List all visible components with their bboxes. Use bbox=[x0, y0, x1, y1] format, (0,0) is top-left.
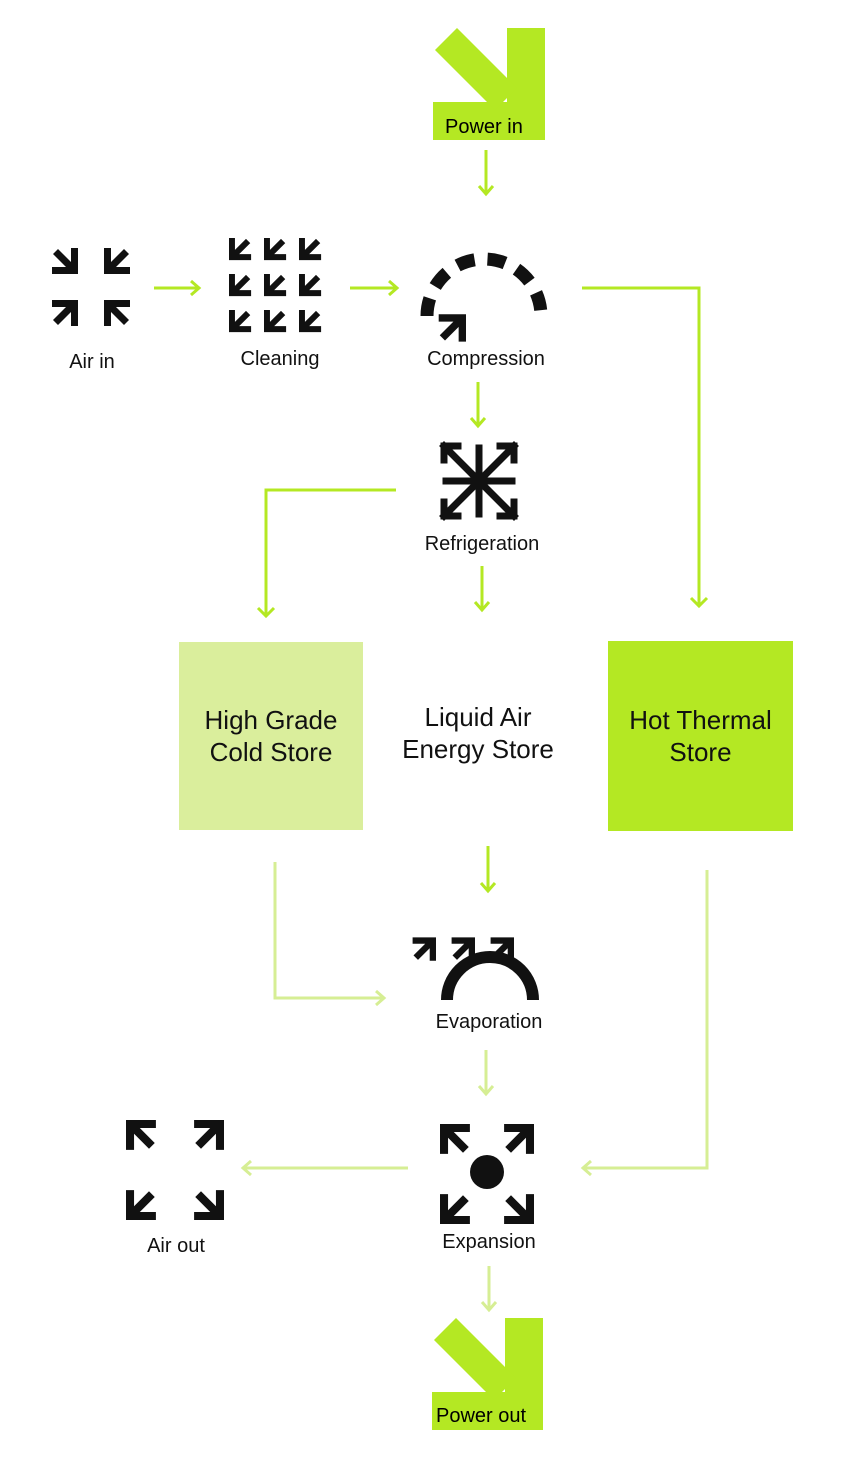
power-in-badge bbox=[433, 28, 545, 140]
arrows-outward-icon bbox=[126, 1120, 224, 1220]
compression-dome-icon bbox=[420, 252, 548, 342]
cold-store-line2: Cold Store bbox=[209, 737, 333, 767]
snowflake-icon bbox=[439, 441, 519, 521]
hot-store-line1: Hot Thermal bbox=[629, 705, 772, 735]
cold-store-label: High Grade Cold Store bbox=[205, 704, 338, 768]
liquid-store-label: Liquid Air Energy Store bbox=[388, 701, 568, 765]
evaporation-label: Evaporation bbox=[435, 1011, 543, 1033]
arrows-outward-dot-icon bbox=[440, 1124, 534, 1224]
arrows-inward-icon bbox=[52, 248, 130, 326]
expansion-label: Expansion bbox=[442, 1231, 536, 1253]
connectors-light bbox=[240, 862, 709, 1313]
refrigeration-label: Refrigeration bbox=[424, 533, 540, 555]
air-in-label: Air in bbox=[69, 351, 115, 373]
air-out-label: Air out bbox=[147, 1235, 205, 1257]
liquid-store-line1: Liquid Air bbox=[424, 702, 532, 732]
power-in-label: Power in bbox=[445, 116, 523, 138]
cold-store-box: High Grade Cold Store bbox=[179, 642, 363, 830]
power-out-arrow-icon bbox=[432, 1318, 543, 1430]
hot-store-line2: Store bbox=[669, 737, 732, 767]
power-out-label: Power out bbox=[436, 1405, 527, 1427]
arrows-grid-icon bbox=[229, 238, 322, 333]
liquid-store-line2: Energy Store bbox=[402, 734, 554, 764]
compression-label: Compression bbox=[427, 348, 545, 370]
evaporation-arc-icon bbox=[412, 937, 539, 1001]
power-in-arrow-icon bbox=[433, 28, 545, 140]
hot-store-box: Hot Thermal Store bbox=[608, 641, 793, 831]
power-out-badge bbox=[432, 1318, 543, 1430]
cleaning-label: Cleaning bbox=[240, 348, 320, 370]
hot-store-label: Hot Thermal Store bbox=[629, 704, 772, 768]
connectors-bright bbox=[154, 150, 709, 894]
cold-store-line1: High Grade bbox=[204, 705, 338, 735]
